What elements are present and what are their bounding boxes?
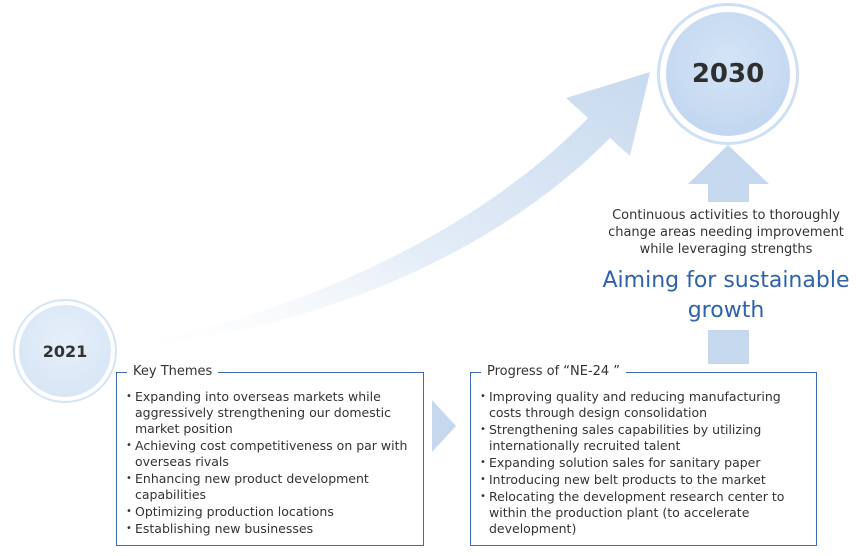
key-theme-item: Enhancing new product development capabi…: [123, 471, 415, 503]
year-2021-label: 2021: [19, 305, 111, 397]
key-theme-item: Optimizing production locations: [123, 504, 415, 520]
year-2030-label: 2030: [666, 12, 790, 136]
progress-list: Improving quality and reducing manufactu…: [477, 389, 810, 537]
right-arrow-between-boxes: [432, 400, 456, 452]
aiming-for-growth-heading: Aiming for sustainable growth: [602, 268, 850, 323]
key-themes-box: Key Themes Expanding into overseas marke…: [116, 363, 424, 546]
growth-swoosh-arrow: [120, 72, 650, 347]
connector-block: [708, 330, 749, 364]
key-theme-item: Achieving cost competitiveness on par wi…: [123, 438, 415, 470]
progress-box: Progress of “NE-24 ” Improving quality a…: [470, 363, 817, 546]
progress-item: Strengthening sales capabilities by util…: [477, 422, 810, 454]
progress-title: Progress of “NE-24 ”: [481, 363, 627, 381]
progress-item: Introducing new belt products to the mar…: [477, 472, 810, 488]
progress-item: Relocating the development research cent…: [477, 489, 810, 537]
year-2030-circle: 2030: [657, 3, 799, 145]
up-arrow-to-2030: [688, 145, 769, 202]
key-theme-item: Establishing new businesses: [123, 521, 415, 537]
progress-item: Improving quality and reducing manufactu…: [477, 389, 810, 421]
key-themes-title: Key Themes: [127, 363, 219, 381]
year-2021-circle: 2021: [13, 299, 117, 403]
progress-item: Expanding solution sales for sanitary pa…: [477, 455, 810, 471]
key-themes-list: Expanding into overseas markets while ag…: [123, 389, 415, 537]
key-theme-item: Expanding into overseas markets while ag…: [123, 389, 415, 437]
continuous-activities-text: Continuous activities to thoroughly chan…: [608, 208, 844, 257]
